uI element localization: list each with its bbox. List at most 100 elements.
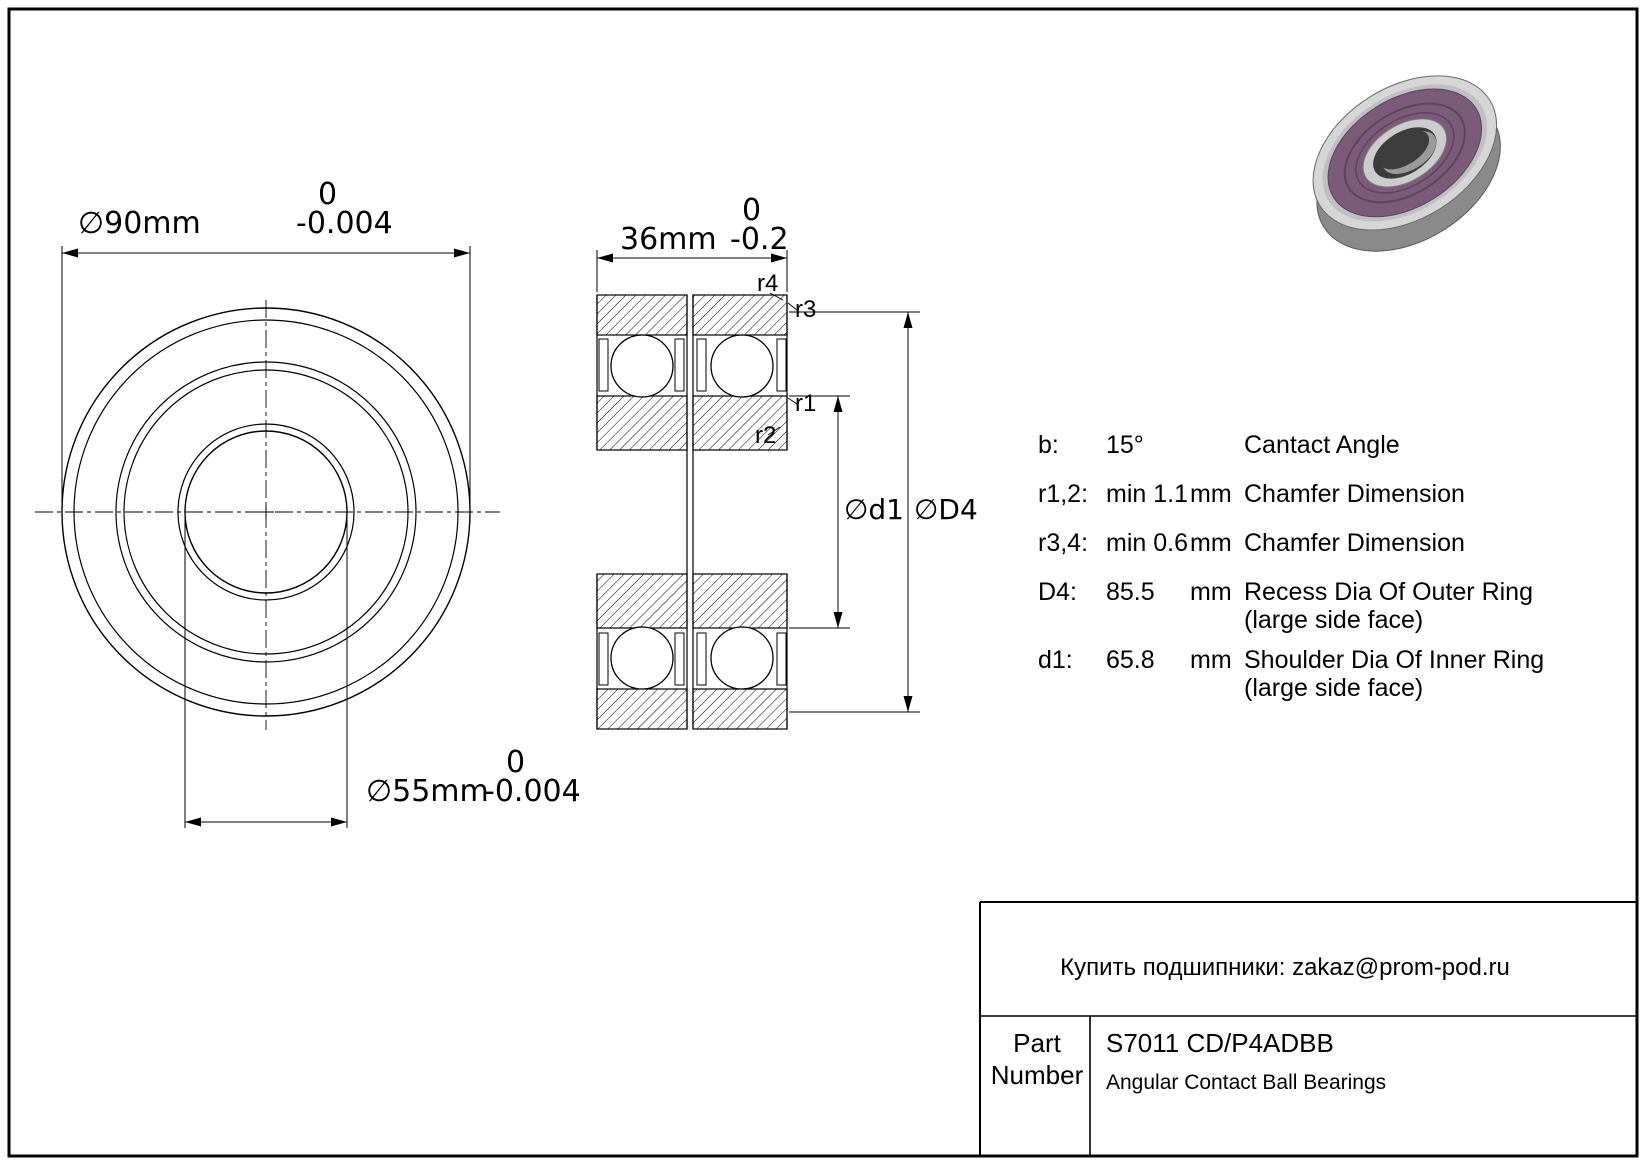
arrowhead [62, 248, 78, 258]
section-view [596, 292, 798, 730]
title-block: Купить подшипники: zakaz@prom-pod.ru Par… [979, 901, 1636, 1156]
outer-ring-section [596, 294, 688, 336]
spec-unit: mm [1190, 480, 1232, 508]
spec-unit: mm [1190, 646, 1232, 674]
arrowhead [597, 253, 613, 263]
inner-ring-section [596, 395, 688, 451]
spec-value: 65.8 [1106, 646, 1155, 674]
label-r4: r4 [757, 270, 778, 297]
seal-section [674, 632, 685, 686]
arrowhead [903, 312, 913, 328]
arrowhead [771, 253, 787, 263]
arrowhead [454, 248, 470, 258]
label-r1: r1 [795, 390, 816, 417]
dimension-36mm [596, 250, 788, 292]
dimension-d1 [789, 395, 850, 629]
spec-desc: Chamfer Dimension [1244, 480, 1465, 508]
ball [710, 626, 774, 690]
bore-chamfer-circle [177, 423, 355, 601]
spec-desc-note: (large side face) [1244, 674, 1423, 702]
seal-section [696, 632, 707, 686]
arrowhead [833, 612, 843, 628]
spec-unit: mm [1190, 529, 1232, 557]
spec-row: D4: 85.5 mm Recess Dia Of Outer Ring (la… [1038, 578, 1533, 634]
label-D4-diameter: ∅D4 [914, 493, 978, 526]
front-view [35, 300, 500, 730]
dimension-90mm [61, 246, 471, 506]
spec-value: 85.5 [1106, 578, 1155, 606]
bearing-3d-seal-groove [1343, 102, 1466, 204]
dim-36-upper-tolerance: 0 [742, 193, 761, 228]
outer-ring-section [692, 294, 788, 336]
dim-55-upper-tolerance: 0 [506, 745, 525, 780]
inner-ring-section [692, 573, 788, 629]
part-number-label: Part [1013, 1028, 1061, 1058]
label-d1-diameter: ∅d1 [844, 493, 904, 526]
seal-section [674, 338, 685, 392]
dimension-55mm [184, 518, 348, 828]
spec-key: d1: [1038, 646, 1073, 674]
inner-ring-section [596, 573, 688, 629]
seal-section [696, 338, 707, 392]
part-number-value: S7011 CD/P4ADBB [1106, 1028, 1334, 1058]
spec-row: d1: 65.8 mm Shoulder Dia Of Inner Ring (… [1038, 646, 1544, 702]
leader-line [787, 302, 798, 311]
outer-ring-section [692, 688, 788, 730]
ball [710, 334, 774, 398]
contact-info: Купить подшипники: zakaz@prom-pod.ru [1060, 954, 1510, 981]
seal-inner-circle [123, 369, 409, 655]
inner-ring-section [692, 395, 788, 451]
spec-row: r1,2: min 1.1 mm Chamfer Dimension [1038, 480, 1465, 508]
outer-diameter-circle [61, 307, 471, 717]
arrowhead [833, 396, 843, 412]
spec-key: D4: [1038, 578, 1077, 606]
seal-outer-circle [115, 361, 417, 663]
bore-circle [184, 430, 348, 594]
seal-section [776, 632, 787, 686]
seal-section [776, 338, 787, 392]
spec-value: 15° [1106, 431, 1144, 459]
dim-90-nominal: ∅90mm [78, 206, 201, 241]
dim-36-lower-tolerance: -0.2 [730, 222, 789, 257]
spec-desc: Shoulder Dia Of Inner Ring [1244, 646, 1544, 674]
drawing-frame [7, 7, 1639, 1158]
label-r2: r2 [755, 422, 776, 449]
outer-chamfer-circle [73, 319, 459, 705]
dim-55-nominal: ∅55mm [366, 774, 489, 809]
spec-row: r3,4: min 0.6 mm Chamfer Dimension [1038, 529, 1465, 557]
spec-key: b: [1038, 431, 1059, 459]
spec-key: r1,2: [1038, 480, 1088, 508]
spec-row: b: 15° Cantact Angle [1038, 431, 1400, 459]
dimension-D4 [789, 311, 920, 713]
spec-value: min 1.1 [1106, 480, 1188, 508]
dim-55-lower-tolerance: -0.004 [484, 774, 581, 809]
dim-90-lower-tolerance: -0.004 [296, 206, 393, 241]
label-r3: r3 [795, 296, 816, 323]
bearing-3d-seal-groove [1355, 112, 1455, 194]
spec-desc: Cantact Angle [1244, 431, 1400, 459]
dim-90-upper-tolerance: 0 [318, 177, 337, 212]
spec-unit: mm [1190, 578, 1232, 606]
bearing-3d-image [1312, 75, 1501, 252]
leader-line [769, 292, 784, 301]
spec-desc-note: (large side face) [1244, 606, 1423, 634]
spec-desc: Recess Dia Of Outer Ring [1244, 578, 1533, 606]
arrowhead [331, 817, 347, 827]
ball [610, 334, 674, 398]
bearing-3d-bore-hole [1379, 130, 1430, 170]
outer-ring-section [596, 688, 688, 730]
spec-value: min 0.6 [1106, 529, 1188, 557]
arrowhead [903, 696, 913, 712]
ball [610, 626, 674, 690]
dim-36-nominal: 36mm [620, 222, 717, 257]
spec-key: r3,4: [1038, 529, 1088, 557]
seal-section [598, 632, 609, 686]
part-number-label: Number [991, 1060, 1084, 1090]
seal-section [598, 338, 609, 392]
leader-line [767, 426, 781, 436]
leader-line [787, 397, 798, 405]
arrowhead [185, 817, 201, 827]
part-type: Angular Contact Ball Bearings [1106, 1071, 1386, 1094]
